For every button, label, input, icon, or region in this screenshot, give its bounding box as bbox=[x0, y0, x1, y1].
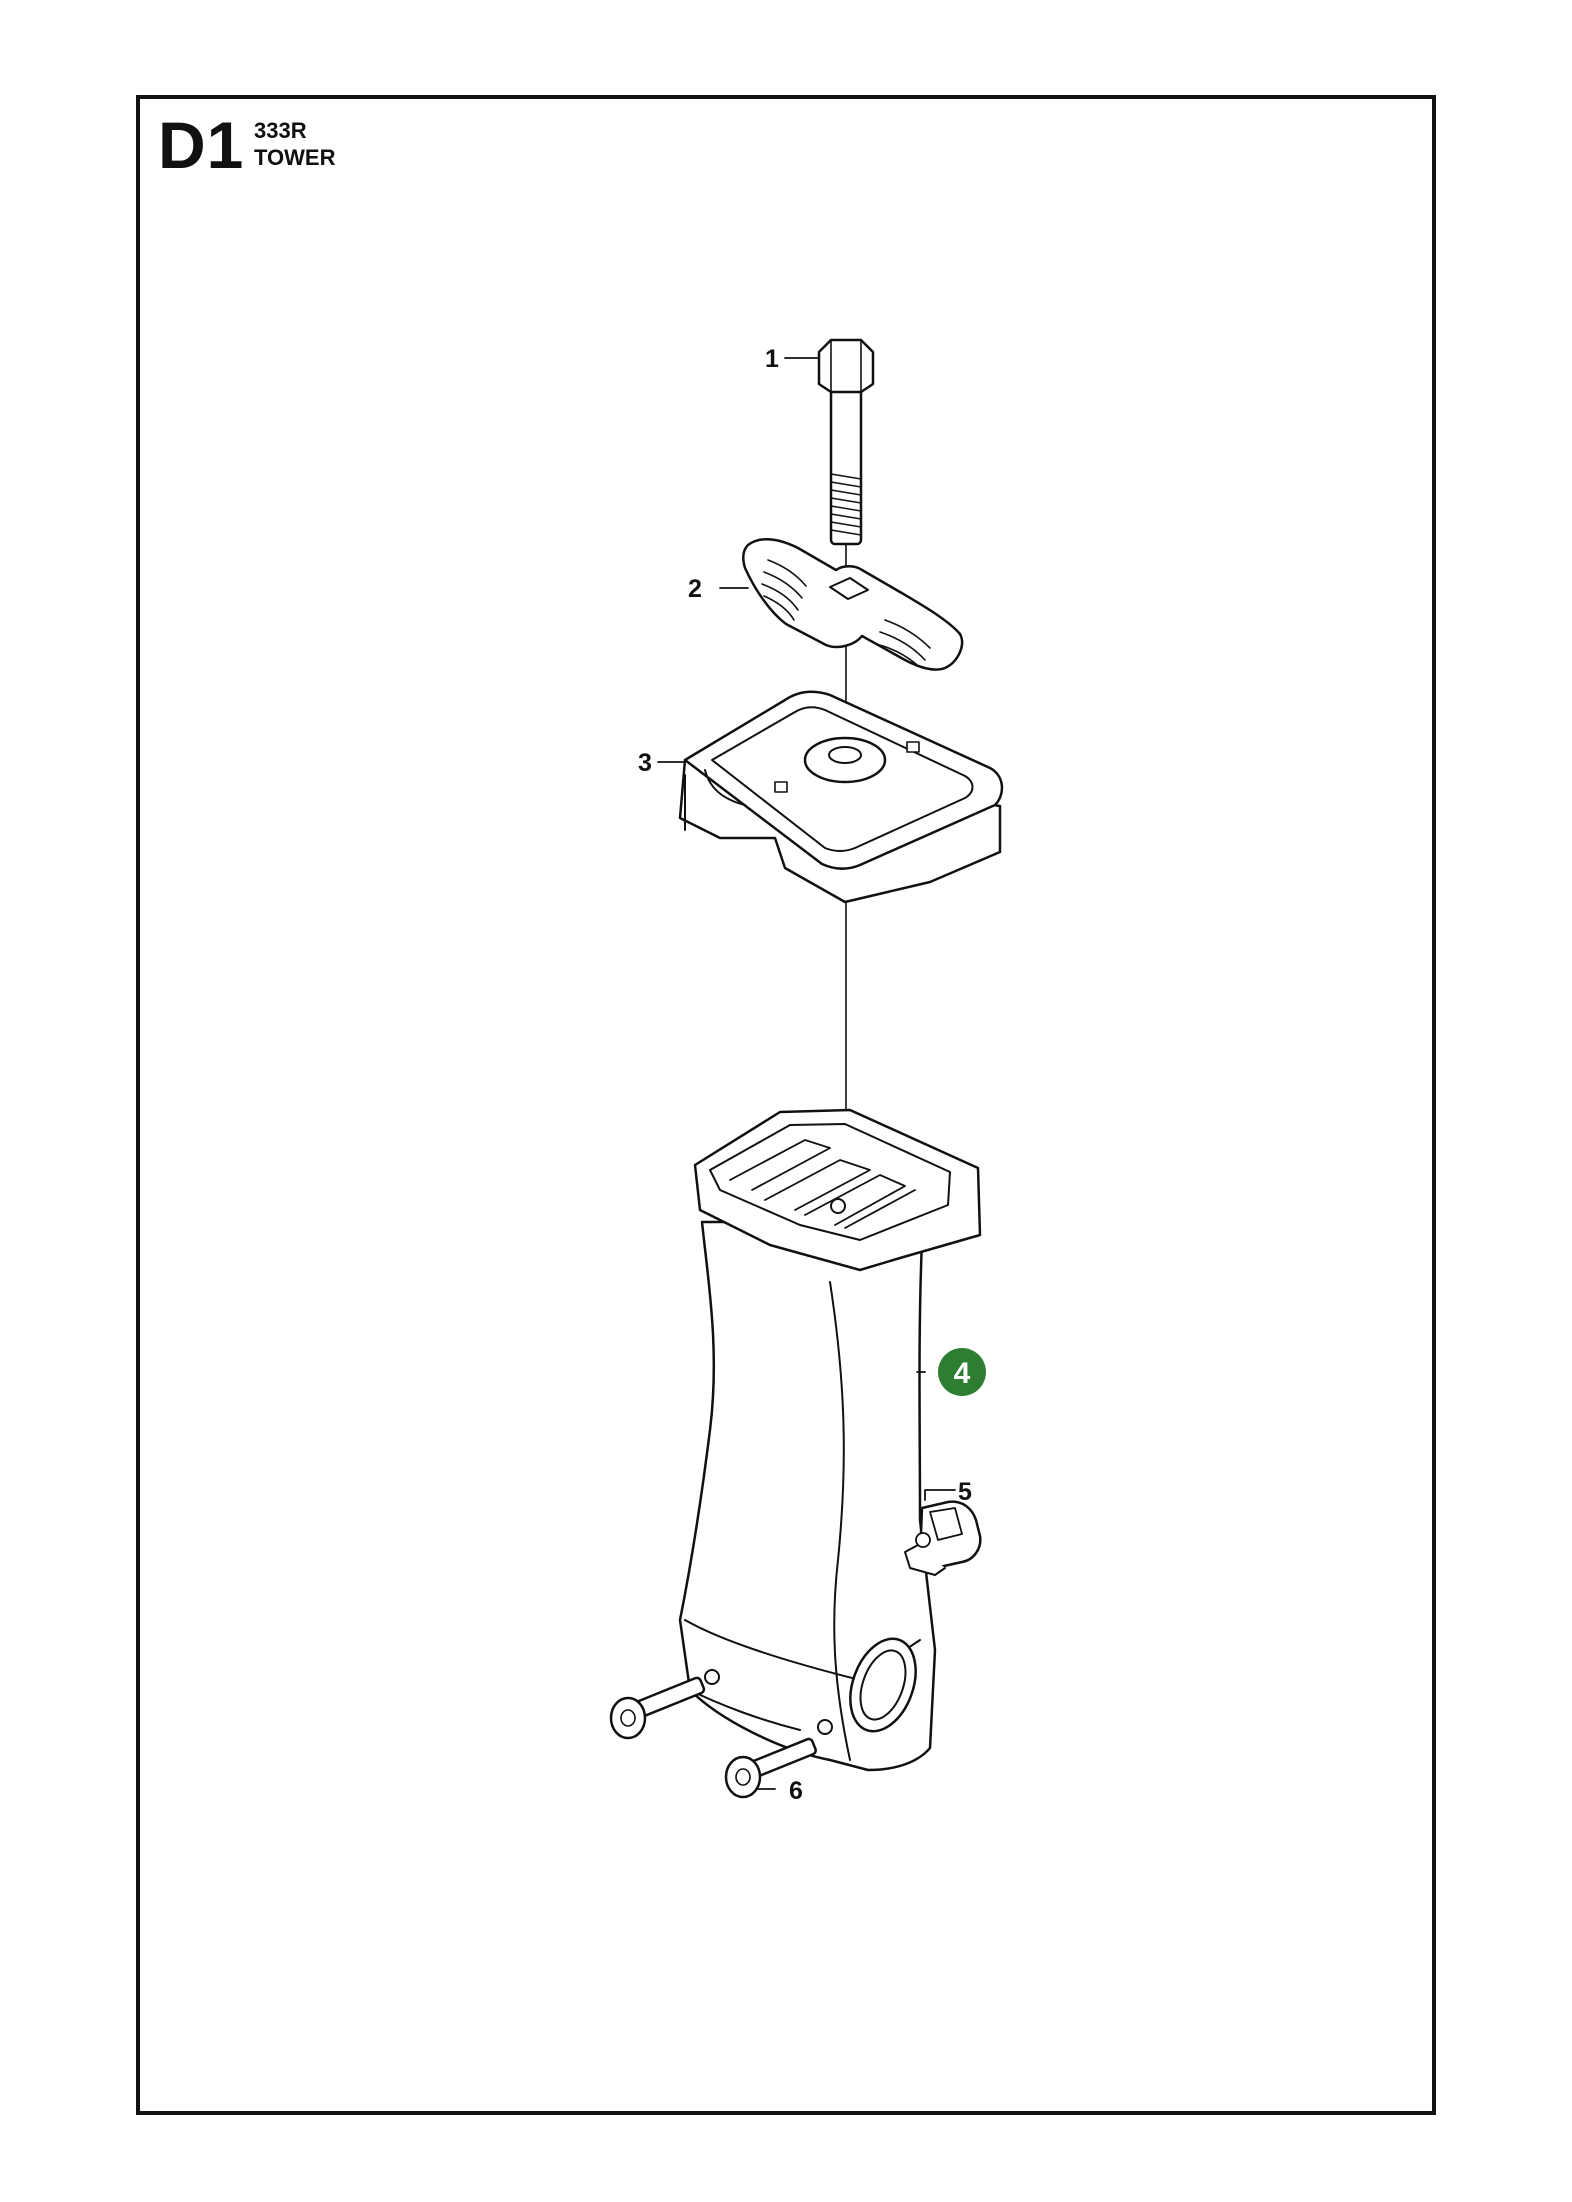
callout-4-badge bbox=[938, 1348, 986, 1396]
section-code: D1 bbox=[158, 108, 245, 182]
part-6-flange-screw-lower bbox=[724, 1737, 817, 1799]
part-1-hex-bolt bbox=[817, 338, 875, 546]
part-6-flange-screw-upper bbox=[609, 1676, 706, 1740]
callout-4: 4 bbox=[954, 1357, 971, 1390]
model-number: 333R bbox=[254, 118, 307, 143]
callout-6: 6 bbox=[789, 1777, 803, 1805]
group-title: TOWER bbox=[254, 145, 336, 170]
callout-2: 2 bbox=[688, 575, 702, 603]
part-4-tower-body bbox=[678, 1108, 982, 1772]
callout-3: 3 bbox=[638, 749, 652, 777]
callout-1: 1 bbox=[765, 345, 779, 373]
callout-5: 5 bbox=[958, 1478, 972, 1506]
part-2-wing-knob bbox=[742, 538, 964, 671]
callout-leader-lines bbox=[657, 357, 956, 1790]
sheet-frame bbox=[136, 95, 1436, 2115]
part-5-clip bbox=[904, 1500, 982, 1576]
part-3-tower-cap bbox=[678, 690, 1004, 904]
